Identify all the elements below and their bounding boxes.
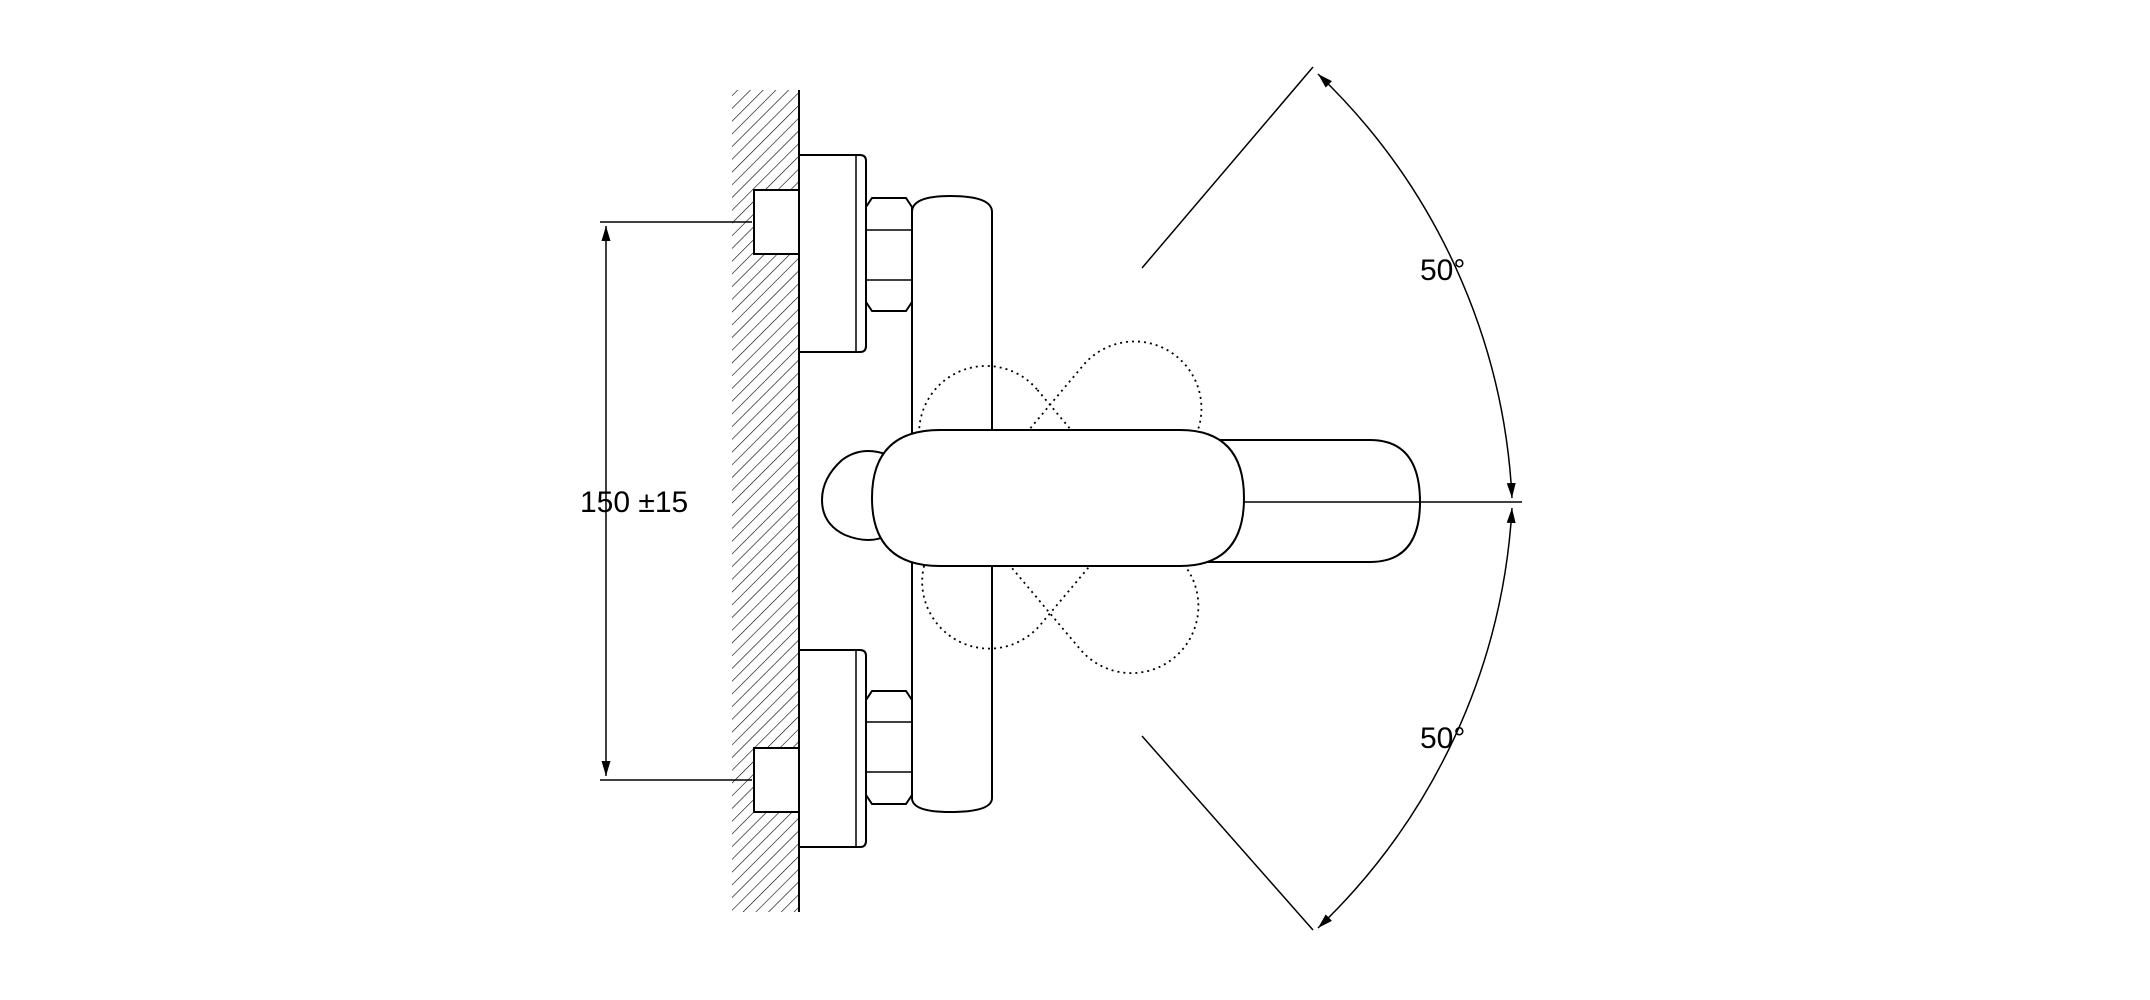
lower-flange [798, 649, 867, 848]
angle-extension-lower [1141, 735, 1314, 931]
upper-eccentric-stub [753, 189, 800, 255]
upper-hex-nut [865, 197, 913, 312]
angle-extension-upper [1141, 66, 1314, 269]
dimension-label: 150 ±15 [580, 486, 688, 519]
handle-ghost-lower [918, 365, 1200, 675]
angle-arc-lower [1317, 507, 1516, 929]
handle-ghost-positions [918, 340, 1203, 675]
lower-connection [753, 649, 913, 848]
lower-hex-nut [865, 690, 913, 805]
angle-label-lower: 50° [1420, 722, 1465, 755]
angle-label-upper: 50° [1420, 254, 1465, 287]
upper-flange [798, 154, 867, 353]
upper-connection [753, 154, 913, 353]
center-distance-dimension: 150 ±15 [580, 221, 752, 781]
lever-handle [820, 429, 1246, 567]
handle-ghost-upper [921, 340, 1203, 650]
lower-eccentric-stub [753, 747, 800, 813]
angle-arc-upper [1317, 73, 1516, 499]
